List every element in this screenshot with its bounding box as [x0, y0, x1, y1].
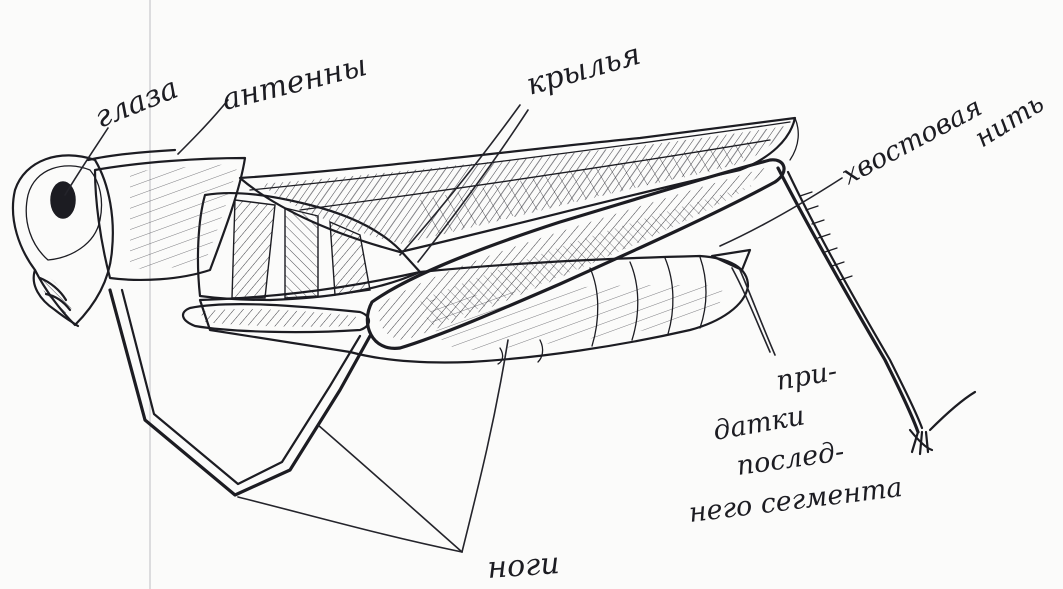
label-legs: ноги: [486, 546, 561, 586]
compound-eye: [51, 182, 75, 218]
